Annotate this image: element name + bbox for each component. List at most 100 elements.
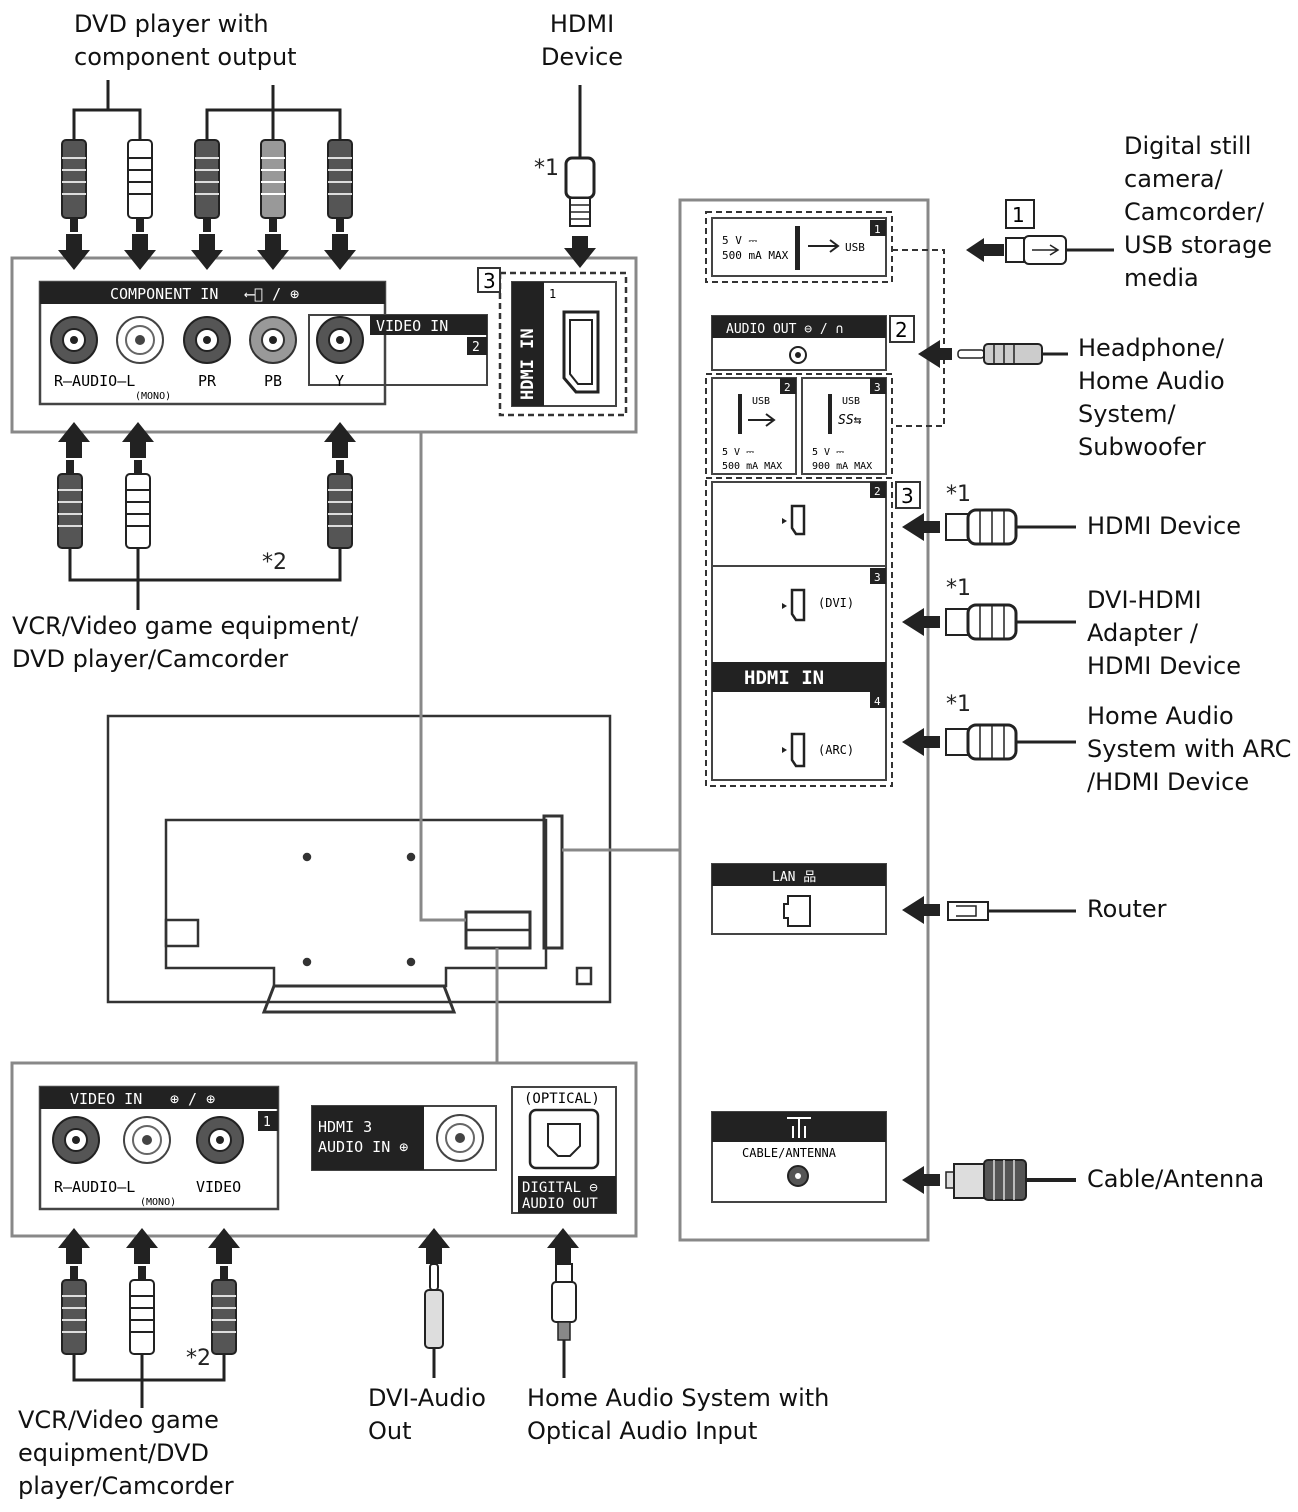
rca-plug-white-vcr-top <box>125 460 151 549</box>
video-in-top-label: VIDEO IN <box>376 317 448 335</box>
label-headphone: Headphone/ Home Audio System/ Subwoofer <box>1078 334 1225 461</box>
hdmi4-arc-label: (ARC) <box>818 743 854 757</box>
rca-plug-yellow-bottom <box>211 1266 237 1355</box>
usb3-logo: SS⇆ <box>838 413 862 428</box>
audio-r-jack-bottom[interactable] <box>52 1116 100 1164</box>
mono-label-top: (MONO) <box>135 391 171 402</box>
hdmi-in-vertical: HDMI IN <box>518 328 538 400</box>
label-router: Router <box>1087 895 1167 923</box>
note-star1-hdmi4: *1 <box>946 692 971 717</box>
usb2-num: 2 <box>784 381 791 394</box>
hdmi-port-4[interactable] <box>782 732 806 768</box>
hdmi3-dvi-label: (DVI) <box>818 596 854 610</box>
digital-audio-out-line2: AUDIO OUT <box>522 1196 598 1212</box>
antenna-plug <box>902 1159 1076 1201</box>
label-cable-antenna: Cable/Antenna <box>1087 1165 1265 1193</box>
usb1-label: USB <box>845 241 865 254</box>
usb1-spec-2: 500 mA MAX <box>722 249 789 262</box>
up-arrows-bottom <box>58 1228 579 1264</box>
hdmi3-audio-in-line2: AUDIO IN ⊕ <box>318 1138 408 1156</box>
connector-lines <box>419 432 680 1063</box>
video-in-bottom-num: 1 <box>263 1115 271 1130</box>
r-audio-l-label-bottom: R—AUDIO—L <box>54 1178 135 1196</box>
note-star1-hdmi2: *1 <box>946 482 971 507</box>
note-star1-top: *1 <box>534 156 559 181</box>
rca-plug-red-bottom <box>61 1266 87 1355</box>
down-arrows-top <box>58 234 356 270</box>
note-star2-top: *2 <box>262 550 287 575</box>
hdmi-plug-right-3 <box>902 723 1076 761</box>
top-left-panel: COMPONENT IN ⟵⃞ / ⊕ VIDEO IN 2 <box>10 256 638 434</box>
audio-l-jack-top[interactable] <box>116 316 164 364</box>
cable-antenna-port-label: CABLE/ANTENNA <box>742 1146 837 1160</box>
callout-3-right: 3 <box>901 484 914 508</box>
component-in-icons: ⟵⃞ / ⊕ <box>244 285 299 303</box>
usb3-spec-2: 900 mA MAX <box>812 461 872 472</box>
audio-l-jack-bottom[interactable] <box>123 1116 171 1164</box>
video-jack-bottom[interactable] <box>196 1116 244 1164</box>
rca-plug-yellow-vcr-top <box>327 460 353 549</box>
label-hdmi-device-right: HDMI Device <box>1087 512 1242 540</box>
label-vcr-top: VCR/Video game equipment/ DVD player/Cam… <box>12 612 359 673</box>
callout-1: 1 <box>1012 203 1025 227</box>
mono-label-bottom: (MONO) <box>140 1197 176 1208</box>
usb1-spec-1: 5 V ⎓ <box>722 234 757 247</box>
video-in-bottom-icons: ⊕ / ⊕ <box>170 1090 215 1108</box>
hdmi-port-2[interactable] <box>782 504 806 536</box>
rca-plug-red-top <box>61 139 87 232</box>
audio-r-jack-top[interactable] <box>50 316 98 364</box>
hdmi-plug-right-1 <box>902 508 1076 546</box>
usb-dashed-links <box>892 249 945 427</box>
optical-plug <box>551 1263 577 1378</box>
rca-plug-white-top <box>127 139 153 232</box>
rca-plug-red-vcr-top <box>57 460 83 549</box>
hdmi3-audio-in-jack[interactable] <box>436 1114 484 1162</box>
video-label: VIDEO <box>196 1178 241 1196</box>
right-panel: 5 V ⎓ 500 mA MAX USB 1 AUDIO OUT ⊖ / ∩ 2… <box>678 198 930 1242</box>
label-vcr-bottom: VCR/Video game equipment/DVD player/Camc… <box>18 1406 234 1500</box>
hdmi3-num: 3 <box>874 571 881 584</box>
hdmi4-num: 4 <box>874 695 881 708</box>
label-usb-devices: Digital still camera/ Camcorder/ USB sto… <box>1124 132 1273 292</box>
usb1-icon <box>808 239 840 253</box>
y-label: Y <box>335 372 344 390</box>
audio-out-label: AUDIO OUT ⊖ / ∩ <box>726 322 843 337</box>
y-jack[interactable] <box>316 316 364 364</box>
optical-port[interactable] <box>528 1108 600 1170</box>
video-in-top-num: 2 <box>472 340 480 355</box>
hdmi-plug-top <box>564 85 596 268</box>
usb3-label: USB <box>842 396 860 407</box>
usb2-icon <box>748 413 776 427</box>
hdmi-port-1[interactable] <box>562 310 600 394</box>
hdmi-plug-right-2 <box>902 603 1076 641</box>
usb2-spec-2: 500 mA MAX <box>722 461 782 472</box>
r-audio-l-label-top: R—AUDIO—L <box>54 372 135 390</box>
label-arc-device: Home Audio System with ARC /HDMI Device <box>1087 702 1292 796</box>
rca-plug-y <box>327 139 353 232</box>
up-arrows-top-vcr <box>58 422 356 458</box>
dvd-component-cables <box>72 80 342 140</box>
vcr-top-cables <box>68 548 342 610</box>
hdmi-port-1-num: 1 <box>549 287 556 301</box>
label-home-audio-optical: Home Audio System with Optical Audio Inp… <box>527 1384 830 1445</box>
pr-jack[interactable] <box>183 316 231 364</box>
hdmi3-audio-in-line1: HDMI 3 <box>318 1118 372 1136</box>
hdmi-in-bar: HDMI IN <box>744 667 824 689</box>
usb1-num: 1 <box>874 223 881 236</box>
label-dvi-hdmi: DVI-HDMI Adapter / HDMI Device <box>1087 586 1242 680</box>
hdmi2-num: 2 <box>874 485 881 498</box>
label-dvi-audio-out: DVI-Audio Out <box>368 1384 486 1445</box>
vcr-bottom-cables <box>72 1354 226 1408</box>
bottom-left-panel: VIDEO IN ⊕ / ⊕ 1 R—AUDIO—L (MONO) VIDEO … <box>10 1061 638 1238</box>
audio-out-jack[interactable] <box>789 346 807 364</box>
hdmi-port-3[interactable] <box>782 588 806 622</box>
usb2-spec-1: 5 V ⎓ <box>722 447 754 458</box>
usb3-num: 3 <box>874 381 881 394</box>
cable-antenna-port[interactable] <box>787 1165 809 1187</box>
lan-port[interactable] <box>783 895 811 927</box>
usb2-label: USB <box>752 396 770 407</box>
pb-jack[interactable] <box>249 316 297 364</box>
rca-plug-white-bottom <box>129 1266 155 1355</box>
note-star1-hdmi3: *1 <box>946 576 971 601</box>
